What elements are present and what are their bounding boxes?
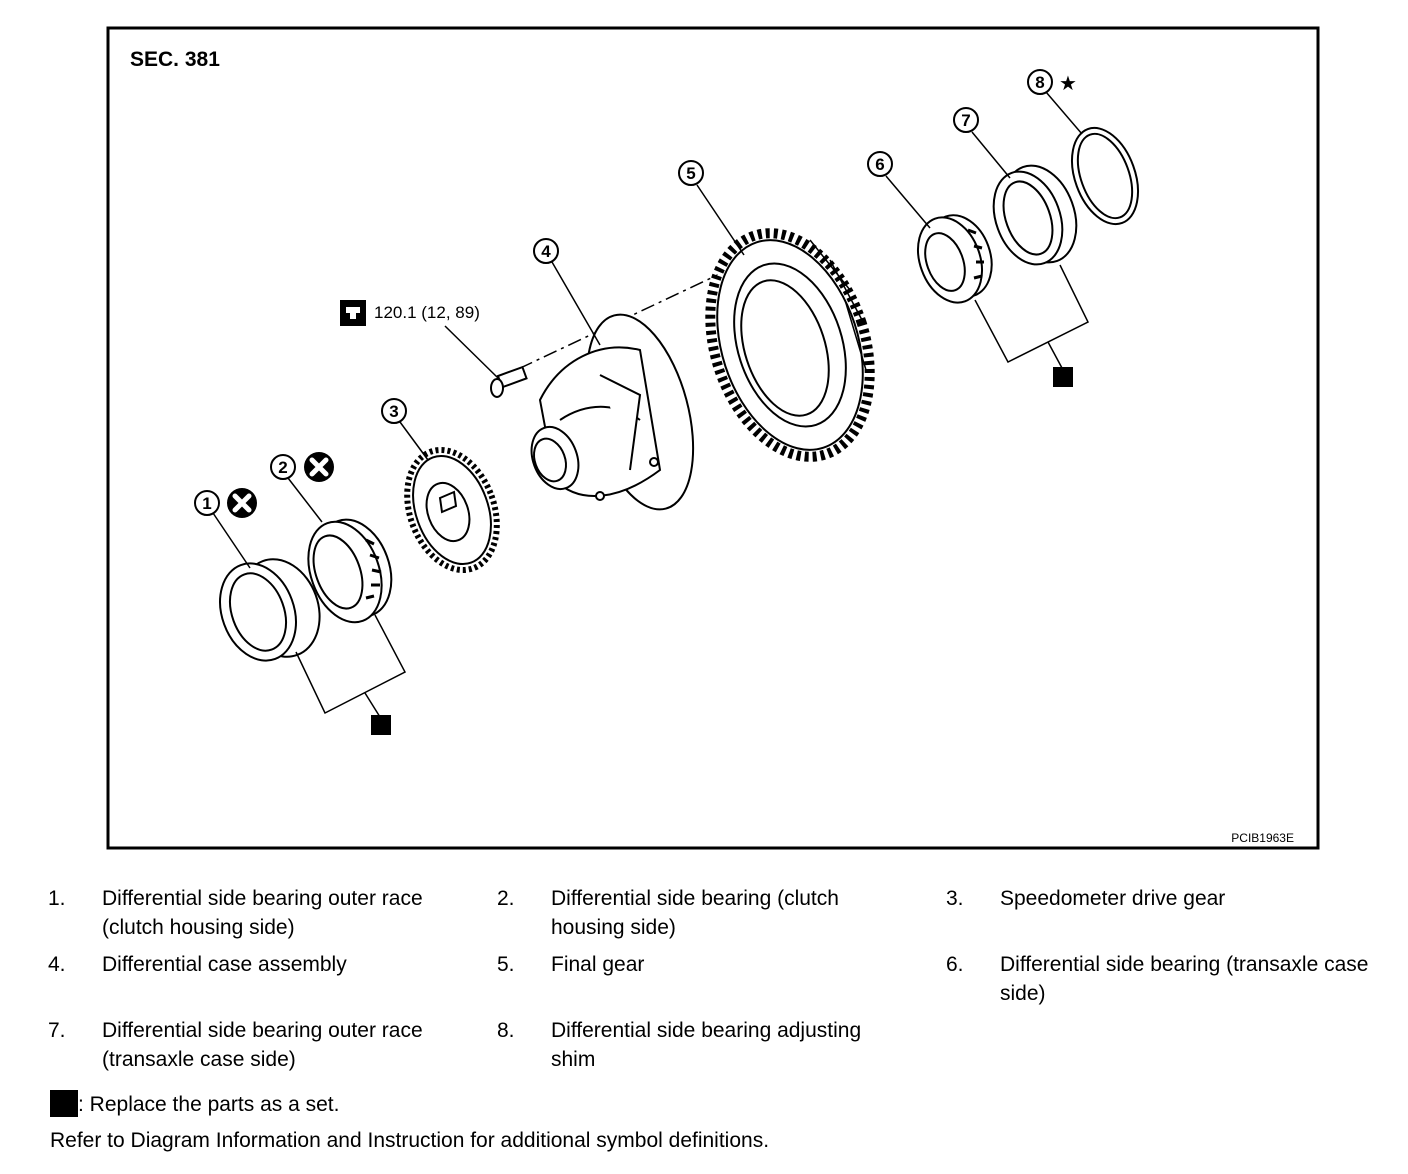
replace-set-square-icon — [371, 715, 391, 735]
callout-8: 8 — [1027, 69, 1053, 95]
legend-text: Final gear — [551, 953, 645, 976]
svg-text:4: 4 — [541, 242, 551, 261]
refer-prefix: Refer to — [50, 1129, 125, 1152]
part-3-speedometer-gear — [404, 446, 500, 574]
refer-note: Refer to Diagram Information and Instruc… — [50, 1128, 769, 1154]
do-not-reuse-icon — [227, 488, 257, 518]
svg-text:5: 5 — [686, 164, 695, 183]
part-2-bearing — [307, 518, 393, 624]
do-not-reuse-icon — [304, 452, 334, 482]
legend-number: 7. — [48, 1019, 66, 1042]
legend-number: 3. — [946, 887, 964, 910]
diagram-frame — [106, 26, 1320, 850]
svg-text:6: 6 — [875, 155, 884, 174]
legend-number: 5. — [497, 953, 515, 976]
svg-text:1: 1 — [202, 494, 211, 513]
legend-text: Speedometer drive gear — [1000, 887, 1226, 910]
part-4-differential-case — [530, 313, 695, 511]
svg-text:3: 3 — [389, 402, 398, 421]
legend-number: 2. — [497, 887, 515, 910]
set-symbol-text: : Replace the parts as a set. — [78, 1093, 340, 1116]
legend-text: Differential side bearing (transaxle cas… — [1000, 953, 1369, 1005]
set-symbol-note: : Replace the parts as a set. — [50, 1090, 339, 1118]
callout-5: 5 — [678, 160, 704, 186]
part-8-shim — [1071, 126, 1139, 226]
callout-2: 2 — [270, 454, 296, 480]
legend-number: 4. — [48, 953, 66, 976]
legend-text: Differential case assembly — [102, 953, 347, 976]
star-icon: ★ — [1059, 71, 1077, 95]
part-5-final-gear — [705, 228, 875, 462]
replace-set-square-icon — [1053, 367, 1073, 387]
legend-number: 8. — [497, 1019, 515, 1042]
callout-4: 4 — [533, 238, 559, 264]
callout-7: 7 — [953, 107, 979, 133]
legend-text: Differential side bearing adjusting shim — [551, 1019, 862, 1071]
legend-text: Differential side bearing outer race (tr… — [102, 1019, 423, 1071]
callout-3: 3 — [381, 398, 407, 424]
section-label: SEC. 381 — [130, 48, 220, 71]
replace-set-square-icon — [50, 1090, 78, 1117]
bolt — [490, 365, 528, 398]
callout-1: 1 — [194, 490, 220, 516]
figure-id: PCIB1963E — [1231, 831, 1294, 845]
torque-value: 120.1 (12, 89) — [374, 303, 480, 322]
svg-text:2: 2 — [278, 458, 287, 477]
refer-text: Diagram Information and Instruction for … — [130, 1129, 770, 1152]
legend-number: 6. — [946, 953, 964, 976]
torque-wrench-icon — [340, 300, 366, 326]
callout-6: 6 — [867, 151, 893, 177]
legend-number: 1. — [48, 887, 66, 910]
exploded-diagram: SEC. 381 PCIB1963E — [106, 26, 1320, 850]
svg-text:7: 7 — [961, 111, 970, 130]
part-1-outer-race — [219, 558, 321, 662]
legend-text: Differential side bearing outer race (cl… — [102, 887, 423, 939]
part-7-outer-race — [992, 164, 1078, 266]
legend-text: Differential side bearing (clutch housin… — [551, 887, 839, 939]
svg-text:8: 8 — [1035, 73, 1044, 92]
part-6-bearing — [917, 214, 993, 304]
